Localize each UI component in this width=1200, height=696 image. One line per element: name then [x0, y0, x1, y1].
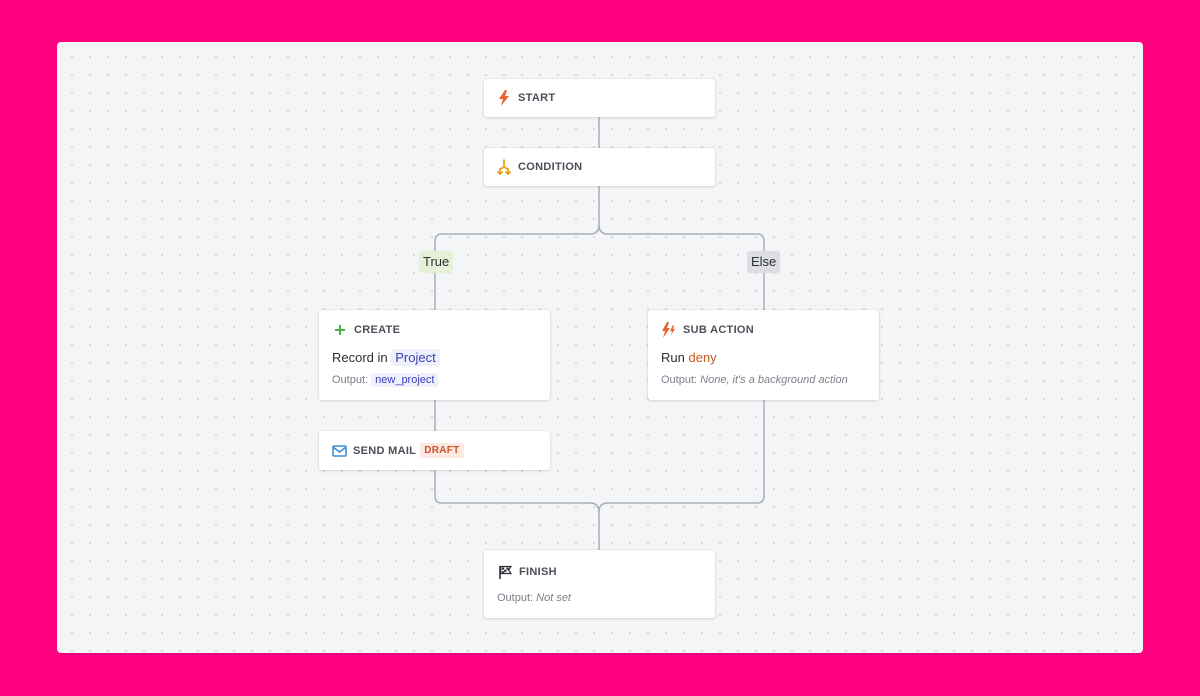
- node-sub-action[interactable]: SUB ACTION Run deny Output: None, it's a…: [648, 310, 879, 400]
- lightning-double-icon: [661, 322, 677, 338]
- connector-to-true-branch: [434, 186, 600, 310]
- plus-icon: [332, 322, 348, 338]
- node-create-body: Record in Project: [332, 349, 537, 366]
- node-start-label: START: [518, 92, 556, 104]
- sub-action-body-prefix: Run: [661, 350, 685, 365]
- sub-action-output-label: Output:: [661, 374, 698, 386]
- node-sub-action-header: SUB ACTION: [661, 322, 866, 338]
- node-condition[interactable]: CONDITION: [484, 148, 715, 186]
- workflow-canvas[interactable]: True Else START CONDITION CR: [57, 42, 1143, 653]
- finish-output-label: Output:: [497, 592, 534, 604]
- finish-output-value: Not set: [536, 592, 571, 604]
- node-condition-label: CONDITION: [518, 161, 583, 173]
- branch-label-else: Else: [747, 251, 781, 273]
- node-start-header: START: [484, 79, 715, 117]
- draft-badge: DRAFT: [420, 443, 464, 458]
- node-create-header: CREATE: [332, 322, 537, 338]
- node-sub-action-body: Run deny: [661, 350, 866, 365]
- sub-action-output-value: None, it's a background action: [700, 374, 848, 386]
- node-finish-header: FINISH: [497, 564, 702, 580]
- node-send-mail-header: SEND MAIL DRAFT: [319, 431, 550, 470]
- node-send-mail[interactable]: SEND MAIL DRAFT: [319, 431, 550, 470]
- node-send-mail-label: SEND MAIL: [353, 444, 417, 457]
- node-start[interactable]: START: [484, 79, 715, 117]
- node-sub-action-output: Output: None, it's a background action: [661, 374, 866, 386]
- connector-true-merge: [434, 470, 600, 550]
- node-finish-label: FINISH: [519, 566, 557, 578]
- node-create[interactable]: CREATE Record in Project Output: new_pro…: [319, 310, 550, 400]
- create-output-label: Output:: [332, 374, 369, 386]
- node-create-output: Output: new_project: [332, 373, 537, 387]
- create-target-link[interactable]: Project: [391, 349, 440, 366]
- node-finish-output: Output: Not set: [497, 592, 702, 604]
- node-sub-action-label: SUB ACTION: [683, 324, 755, 336]
- node-create-label: CREATE: [354, 324, 401, 336]
- branch-label-true: True: [419, 251, 454, 273]
- sub-action-target-link[interactable]: deny: [688, 350, 717, 365]
- node-finish[interactable]: FINISH Output: Not set: [484, 550, 715, 618]
- create-output-value[interactable]: new_project: [371, 373, 439, 387]
- flag-icon: [497, 564, 513, 580]
- connector-lines: [434, 117, 765, 550]
- node-condition-header: CONDITION: [484, 148, 715, 186]
- connector-to-else-branch: [598, 224, 765, 310]
- mail-icon: [331, 443, 347, 459]
- create-body-prefix: Record in: [332, 350, 388, 365]
- branch-icon: [496, 159, 512, 175]
- connector-else-merge: [598, 400, 765, 513]
- lightning-icon: [496, 90, 512, 106]
